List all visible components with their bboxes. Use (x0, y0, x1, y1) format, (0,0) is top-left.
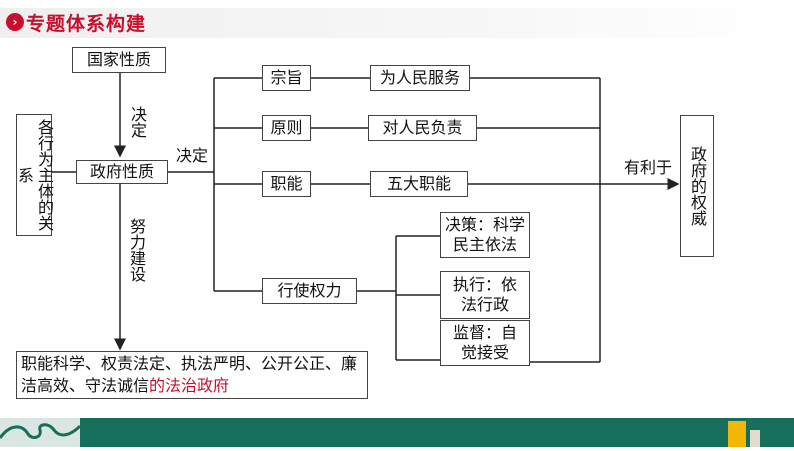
exercise-power-box: 行使权力 (262, 278, 357, 304)
five-functions-box: 五大职能 (370, 171, 468, 197)
relations-subject-box: 各行为主体的关系 (15, 114, 54, 236)
wave-icon (0, 423, 82, 439)
national-nature-box: 国家性质 (72, 47, 166, 73)
footer-yellow-block (728, 421, 746, 447)
purpose-box: 宗旨 (262, 65, 311, 91)
result-box: 职能科学、权责法定、执法严明、公开公正、廉洁高效、守法诚信的法治政府 (16, 351, 368, 399)
serve-people-box: 为人民服务 (370, 65, 470, 91)
supervision-box: 监督：自觉接受 (440, 320, 530, 366)
execution-box: 执行：依法行政 (440, 271, 530, 319)
page-title: 专题体系构建 (26, 13, 147, 35)
gov-nature-box: 政府性质 (76, 160, 168, 184)
result-highlight: 的法治政府 (149, 376, 230, 395)
decision-box: 决策：科学民主依法 (440, 212, 530, 258)
gov-authority-box: 政府的权威 (680, 115, 714, 257)
chevron-right-icon: › (6, 13, 24, 31)
decides-label-horizontal: 决定 (175, 146, 208, 165)
footer-beige-block (750, 430, 760, 447)
header-bar (0, 8, 794, 38)
principle-box: 原则 (262, 115, 311, 141)
beneficial-label: 有利于 (623, 158, 672, 177)
functions-box: 职能 (262, 171, 311, 197)
footer-bar (0, 418, 794, 447)
decides-label-vertical: 决定 (128, 106, 147, 138)
responsible-people-box: 对人民负责 (368, 115, 477, 141)
result-text: 职能科学、权责法定、执法严明、公开公正、廉洁高效、守法诚信 (21, 354, 358, 395)
build-effort-label: 努力建设 (127, 218, 146, 282)
footer-wave-ornament (0, 418, 82, 447)
